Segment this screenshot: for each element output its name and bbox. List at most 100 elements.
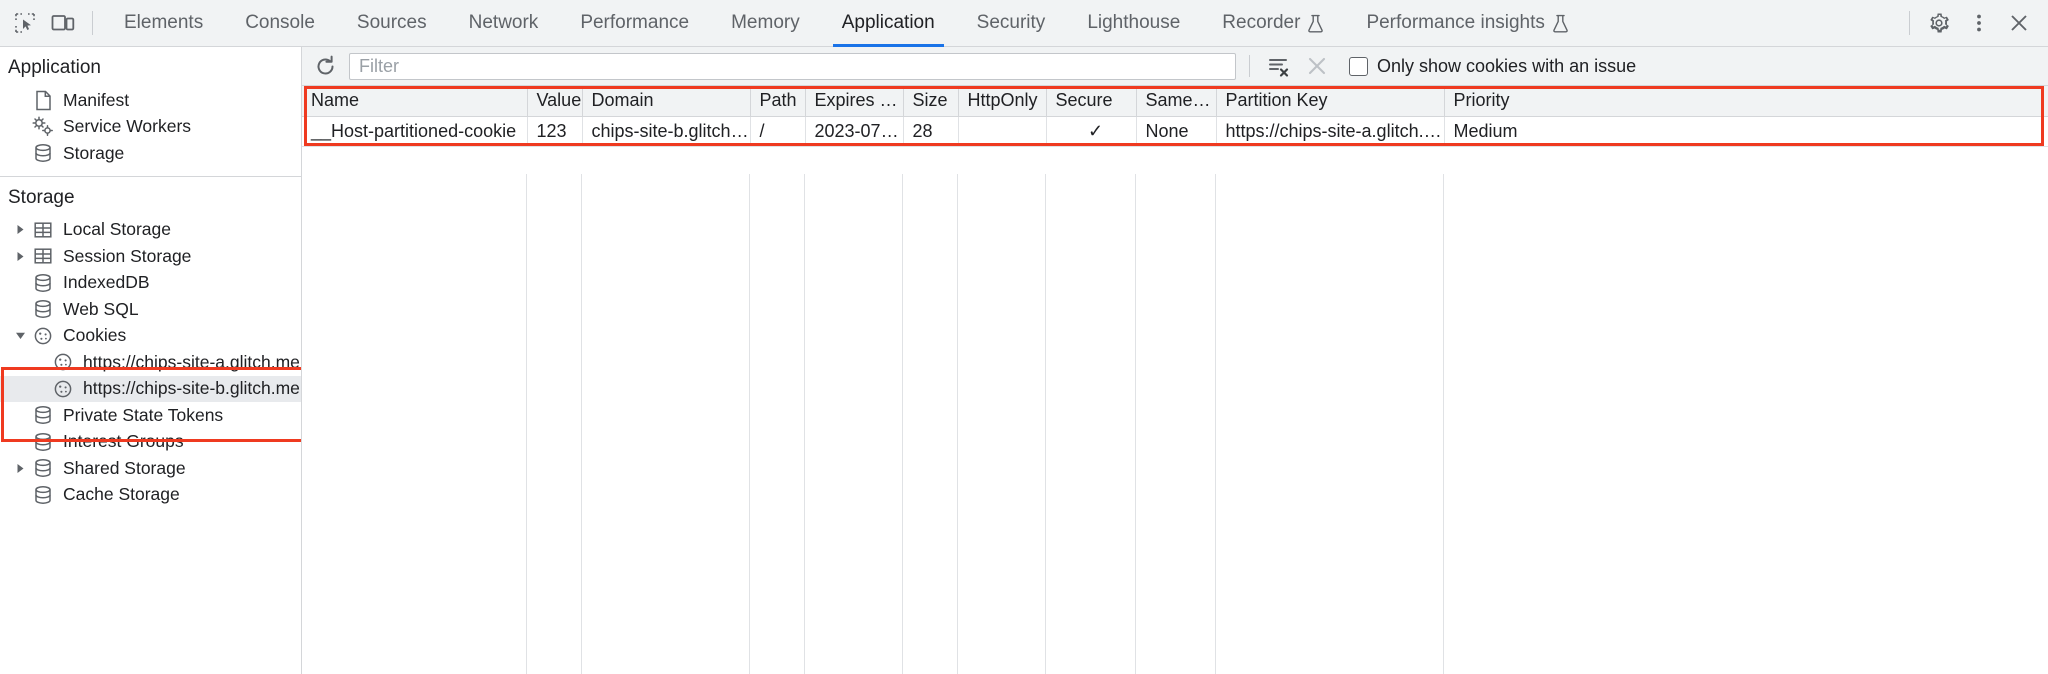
cell-domain[interactable]: chips-site-b.glitch.me (582, 116, 751, 147)
sidebar-item-session-storage[interactable]: Session Storage (0, 243, 301, 270)
sidebar-item-manifest[interactable]: Manifest (0, 87, 301, 114)
refresh-icon[interactable] (310, 51, 340, 81)
tab-sources[interactable]: Sources (336, 0, 448, 47)
cell-secure[interactable]: ✓ (1046, 116, 1137, 147)
sidebar-item-service-workers[interactable]: Service Workers (0, 114, 301, 141)
tab-performance[interactable]: Performance (559, 0, 710, 47)
sidebar-item-label: Session Storage (63, 245, 192, 266)
tab-label: Application (841, 12, 935, 33)
database-icon (30, 458, 56, 478)
database-icon (30, 432, 56, 452)
tab-label: Security (976, 12, 1046, 33)
grid-column-filler (1444, 174, 2048, 674)
sidebar-item-local-storage[interactable]: Local Storage (0, 217, 301, 244)
cell-httponly[interactable] (958, 116, 1047, 147)
grid-column-filler (903, 174, 958, 674)
sidebar-item-label: Manifest (63, 89, 130, 110)
database-icon (30, 273, 56, 293)
cell-expires-m[interactable]: 2023-07-07… (805, 116, 904, 147)
sidebar-divider (0, 175, 301, 177)
grid-column-filler (582, 174, 750, 674)
device-toolbar-icon[interactable] (44, 4, 82, 42)
sidebar-item-https-chips-site-a-glitch-me[interactable]: https://chips-site-a.glitch.me (0, 349, 301, 376)
experimental-flask-icon (1307, 14, 1324, 33)
sidebar-item-label: Cookies (63, 325, 127, 345)
clear-all-cookies-icon[interactable] (1302, 51, 1332, 81)
database-icon (30, 485, 56, 505)
column-header-path[interactable]: Path (750, 86, 806, 117)
empty-grid-columns (302, 174, 2048, 674)
sidebar-item-shared-storage[interactable]: Shared Storage (0, 455, 301, 482)
chevron-right-icon[interactable] (10, 251, 30, 262)
clear-filtered-cookies-icon[interactable] (1263, 51, 1293, 81)
tab-memory[interactable]: Memory (710, 0, 821, 47)
tab-application[interactable]: Application (821, 0, 956, 47)
sidebar-item-cookies[interactable]: Cookies (0, 323, 301, 350)
cell-value[interactable]: 123 (527, 116, 583, 147)
chevron-down-icon[interactable] (10, 330, 30, 341)
tab-performance-insights[interactable]: Performance insights (1345, 0, 1589, 47)
checkbox-label: Only show cookies with an issue (1377, 55, 1637, 76)
tab-label: Sources (356, 12, 427, 33)
filter-input[interactable]: Filter (349, 52, 1236, 80)
cell-samesite[interactable]: None (1136, 116, 1217, 147)
close-icon[interactable] (2000, 4, 2038, 42)
column-header-expires-m[interactable]: Expires / M… (805, 86, 904, 117)
column-header-secure[interactable]: Secure (1046, 86, 1137, 117)
tab-console[interactable]: Console (224, 0, 336, 47)
tab-security[interactable]: Security (956, 0, 1067, 47)
cell-size[interactable]: 28 (903, 116, 959, 147)
tab-lighthouse[interactable]: Lighthouse (1066, 0, 1201, 47)
column-header-domain[interactable]: Domain (582, 86, 751, 117)
tab-label: Performance insights (1366, 12, 1545, 33)
column-header-value[interactable]: Value (527, 86, 583, 117)
column-header-priority[interactable]: Priority (1444, 86, 2048, 117)
tab-label: Elements (124, 12, 204, 33)
column-header-httponly[interactable]: HttpOnly (958, 86, 1047, 117)
kebab-menu-icon[interactable] (1960, 4, 1998, 42)
cell-name[interactable]: __Host-partitioned-cookie (302, 116, 528, 147)
sidebar-item-indexeddb[interactable]: IndexedDB (0, 270, 301, 297)
sidebar-item-label: Cache Storage (63, 484, 180, 504)
gear-icon[interactable] (1920, 4, 1958, 42)
sidebar-item-interest-groups[interactable]: Interest Groups (0, 429, 301, 456)
cell-partition-key[interactable]: https://chips-site-a.glitch.me (1216, 116, 1445, 147)
column-header-partition-key[interactable]: Partition Key (1216, 86, 1445, 117)
inspect-element-icon[interactable] (6, 4, 44, 42)
cell-path[interactable]: / (750, 116, 806, 147)
database-icon (30, 299, 56, 319)
chevron-right-icon[interactable] (10, 224, 30, 235)
column-header-name[interactable]: Name (302, 86, 528, 117)
cookies-filter-toolbar: Filter Only show cookies with an issue (302, 47, 2048, 86)
column-header-samesite[interactable]: SameSite (1136, 86, 1217, 117)
tab-elements[interactable]: Elements (103, 0, 224, 47)
chevron-right-icon[interactable] (10, 463, 30, 474)
only-show-issue-cookies-checkbox[interactable]: Only show cookies with an issue (1349, 56, 1636, 77)
sidebar-item-storage[interactable]: Storage (0, 140, 301, 167)
cookie-icon (50, 352, 76, 372)
table-icon (30, 220, 56, 240)
sidebar-item-label: Storage (63, 142, 125, 163)
tab-label: Network (468, 12, 539, 33)
experimental-flask-icon (1552, 14, 1569, 33)
sidebar-item-private-state-tokens[interactable]: Private State Tokens (0, 402, 301, 429)
tab-network[interactable]: Network (448, 0, 560, 47)
sidebar-section-title-application: Application (8, 57, 101, 78)
cell-priority[interactable]: Medium (1444, 116, 2048, 147)
panel-tabs: Elements Console Sources Network Performance… (103, 0, 1899, 47)
sidebar-item-web-sql[interactable]: Web SQL (0, 296, 301, 323)
sidebar-item-label: https://chips-site-a.glitch.me (83, 351, 300, 372)
sidebar-item-cache-storage[interactable]: Cache Storage (0, 482, 301, 509)
checkbox-box[interactable] (1349, 56, 1368, 76)
tab-recorder[interactable]: Recorder (1201, 0, 1345, 47)
gears-icon (30, 116, 56, 137)
sidebar-item-https-chips-site-b-glitch-me[interactable]: https://chips-site-b.glitch.me (0, 375, 301, 402)
column-header-size[interactable]: Size (903, 86, 959, 117)
grid-column-filler (302, 174, 527, 674)
